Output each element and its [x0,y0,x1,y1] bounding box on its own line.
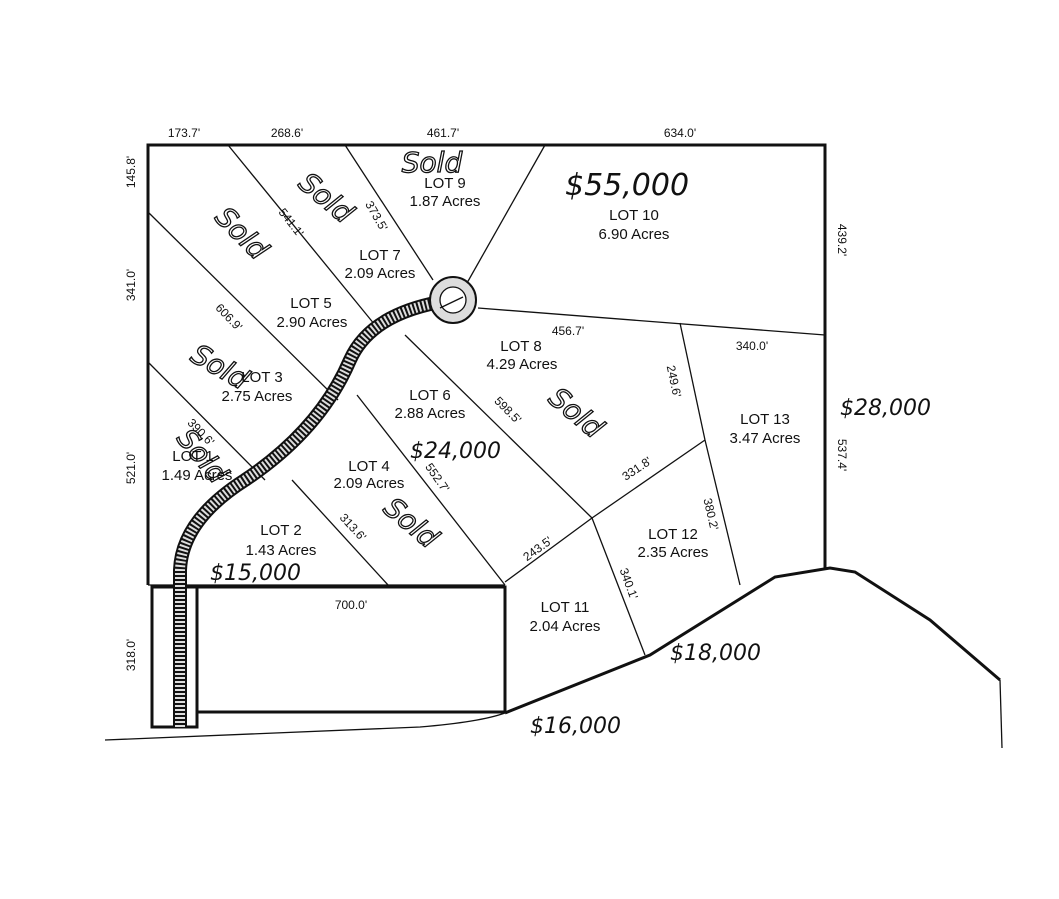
lot-5-acres: 2.90 Acres [277,314,348,331]
dim-left-4: 318.0' [124,639,138,671]
lot-5-sold: Sold [209,200,275,266]
access-road [173,276,477,727]
lot-7-sold: Sold [292,166,360,230]
lot-12-price: $18,000 [670,641,761,666]
dim-456: 456.7' [552,324,584,338]
lot-7-acres: 2.09 Acres [345,265,416,282]
dim-606: 606.9' [213,301,246,334]
lot-6-price: $24,000 [410,439,501,464]
dim-right-2: 537.4' [835,439,849,471]
lot-11-acres: 2.04 Acres [530,618,601,635]
lot-lines [147,144,826,656]
lot-11-name: LOT 11 [541,599,590,616]
dim-340: 340.0' [736,339,768,353]
lot-4-sold: Sold [377,491,445,555]
lot-6-acres: 2.88 Acres [395,405,466,422]
lot-5-name: LOT 5 [290,295,331,312]
lot-8-acres: 4.29 Acres [487,356,558,373]
lot-4-name: LOT 4 [348,458,389,475]
lot-8-sold: Sold [542,381,610,445]
lot-9-acres: 1.87 Acres [410,193,481,210]
lot-2-acres: 1.43 Acres [246,542,317,559]
dim-373: 373.5' [362,199,390,234]
dim-700: 700.0' [335,598,367,612]
lot-1-acres: 1.49 Acres [162,467,233,484]
lot-10-acres: 6.90 Acres [599,226,670,243]
lot-11-price: $16,000 [530,714,621,739]
lot-9-name: LOT 9 [424,175,465,192]
lot-10-price: $55,000 [565,168,689,203]
dim-598: 598.5' [491,394,524,427]
dim-249: 249.6' [664,364,684,399]
dim-left-1: 145.8' [124,156,138,188]
lot-labels: LOT 1 1.49 Acres LOT 2 1.43 Acres LOT 3 … [162,175,801,635]
lot-13-name: LOT 13 [740,411,790,428]
dim-left-3: 521.0' [124,452,138,484]
lot-8-name: LOT 8 [500,338,541,355]
dim-top-4: 634.0' [664,126,696,140]
lot-3-name: LOT 3 [241,369,282,386]
dim-552: 552.7' [422,460,452,495]
lot-2-price: $15,000 [210,561,301,586]
lot-10-name: LOT 10 [609,207,659,224]
lot-2-name: LOT 2 [260,522,301,539]
lot-12-acres: 2.35 Acres [638,544,709,561]
dim-top-2: 268.6' [271,126,303,140]
dim-top-3: 461.7' [427,126,459,140]
dim-340-1: 340.1' [617,566,641,601]
lot-4-acres: 2.09 Acres [334,475,405,492]
lot-1-name: LOT 1 [172,448,213,465]
lot-13-acres: 3.47 Acres [730,430,801,447]
dim-541: 541.1' [276,205,307,239]
dim-380: 380.2' [700,497,721,532]
dim-right-1: 439.2' [835,224,849,256]
lot-13-price: $28,000 [840,396,931,421]
lot-7-name: LOT 7 [359,247,400,264]
dim-left-2: 341.0' [124,269,138,301]
lot-6-name: LOT 6 [409,387,450,404]
lot-12-name: LOT 12 [648,526,698,543]
dim-top-1: 173.7' [168,126,200,140]
dim-313: 313.6' [337,511,369,544]
lot-3-acres: 2.75 Acres [222,388,293,405]
lot-9-sold: Sold [402,146,463,179]
highway [104,566,1003,749]
